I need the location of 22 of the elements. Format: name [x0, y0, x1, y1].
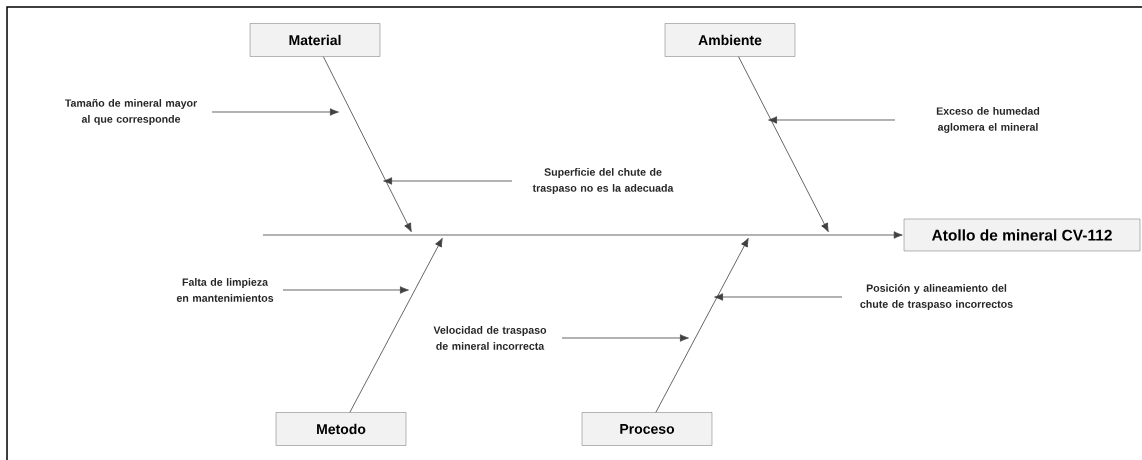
- category-box: Proceso: [581, 412, 713, 446]
- spine-arrow: [262, 231, 903, 239]
- cause-text: Tamaño de mineral mayor al que corresponde: [64, 99, 197, 125]
- cause-arrow: [383, 177, 513, 185]
- cause-text: Falta de limpieza en mantenimientos: [176, 278, 274, 302]
- cause-text: Exceso de humedad aglomera el mineral: [936, 107, 1040, 133]
- category-box: Material: [249, 23, 381, 57]
- category-box: Metodo: [275, 412, 407, 446]
- effect-box: Atollo de mineral CV-112: [903, 218, 1141, 252]
- cause-text: Superficie del chute de traspaso no es la adecuada: [532, 168, 674, 194]
- category-box: Ambiente: [664, 23, 796, 57]
- cause-arrow: [561, 334, 689, 342]
- bone-arrow: [323, 56, 412, 232]
- cause-arrow: [768, 116, 896, 124]
- cause-arrow: [211, 108, 339, 116]
- cause-arrow: [282, 286, 409, 294]
- cause-arrow: [714, 293, 843, 301]
- bone-arrow: [738, 56, 829, 232]
- bone-arrow: [655, 237, 749, 413]
- cause-text: Posición y alineamiento del chute de traspaso incorrectos: [860, 284, 1013, 310]
- cause-text: Velocidad de traspaso de mineral incorrecta: [433, 326, 547, 350]
- bone-arrow: [349, 237, 443, 413]
